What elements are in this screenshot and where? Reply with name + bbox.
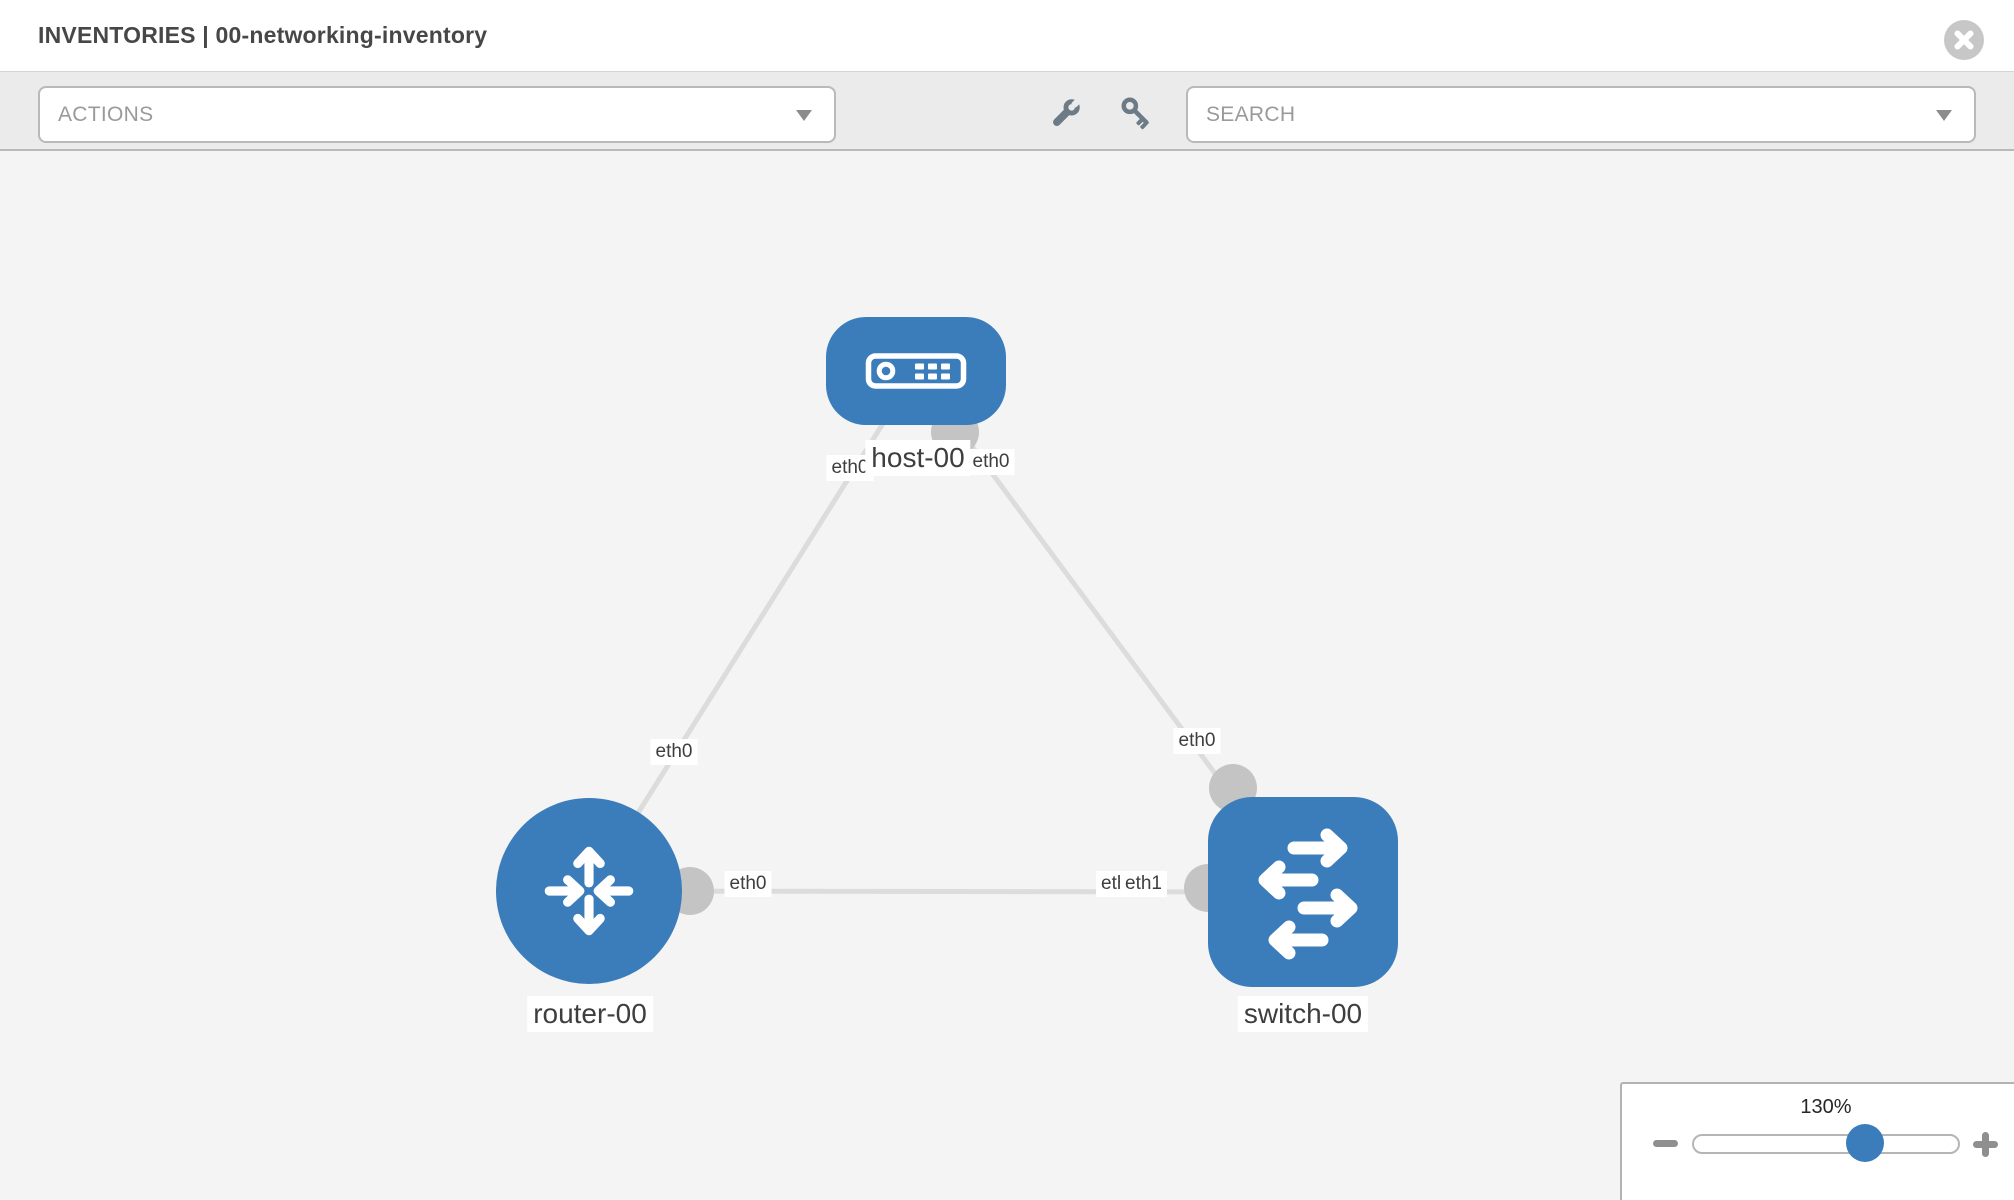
topology-canvas[interactable]: eth0 eth0 eth0 eth0 eth0 eth0 eth1 host-…	[0, 151, 2014, 1200]
close-icon	[1944, 20, 1984, 60]
search-dropdown-label: SEARCH	[1206, 102, 1296, 126]
zoom-slider-track[interactable]	[1692, 1134, 1960, 1154]
header: INVENTORIES | 00-networking-inventory	[0, 0, 2014, 71]
node-router-00[interactable]	[496, 798, 682, 984]
close-button[interactable]	[1943, 19, 1985, 61]
node-host-00[interactable]	[826, 317, 1006, 425]
switch-icon	[1258, 828, 1358, 960]
tools-button[interactable]	[1046, 94, 1086, 134]
chevron-down-icon	[796, 109, 812, 121]
interface-label: eth0	[650, 739, 698, 765]
edges-layer	[586, 369, 1306, 895]
interface-label: eth0	[1173, 728, 1221, 754]
node-label-host: host-00	[865, 440, 971, 476]
zoom-in-button[interactable]	[1973, 1132, 1998, 1157]
interface-label: eth0	[826, 455, 874, 481]
zoom-out-button[interactable]	[1653, 1140, 1678, 1147]
key-button[interactable]	[1117, 94, 1157, 134]
interface-label: eth0	[967, 449, 1015, 475]
interface-label: eth1	[1120, 871, 1167, 897]
zoom-panel: 130%	[1620, 1082, 2014, 1200]
node-switch-00[interactable]	[1208, 797, 1398, 987]
search-dropdown[interactable]: SEARCH	[1186, 86, 1976, 143]
wrench-icon	[1053, 96, 1083, 126]
interface-label: eth0	[724, 871, 772, 897]
router-icon	[544, 846, 634, 936]
chevron-down-icon	[1936, 109, 1952, 121]
host-icon	[865, 353, 967, 389]
key-icon	[1121, 97, 1149, 129]
node-label-router: router-00	[527, 996, 653, 1032]
page-title: INVENTORIES | 00-networking-inventory	[38, 22, 488, 48]
actions-dropdown-label: ACTIONS	[58, 102, 154, 126]
node-label-switch: switch-00	[1237, 996, 1369, 1032]
actions-dropdown[interactable]: ACTIONS	[38, 86, 836, 143]
zoom-slider-thumb[interactable]	[1846, 1124, 1884, 1162]
zoom-level-label: 130%	[1800, 1096, 1852, 1118]
